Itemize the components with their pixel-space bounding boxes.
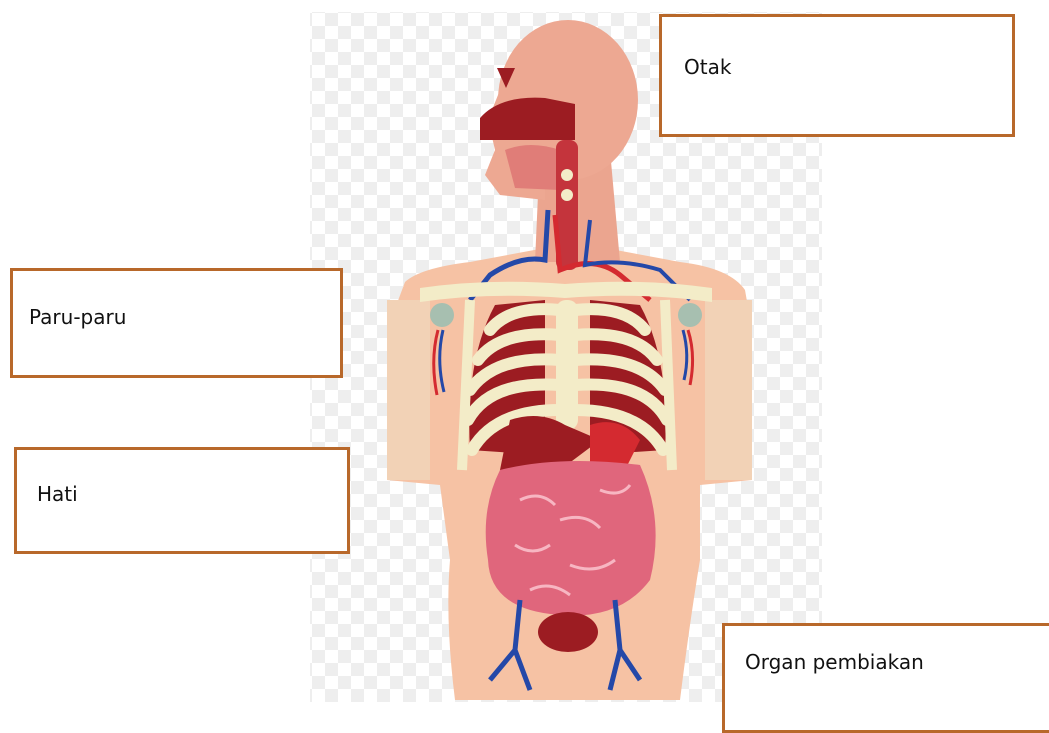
- sternum: [556, 300, 578, 430]
- label-box-lungs: Paru-paru: [10, 268, 343, 378]
- label-box-liver: Hati: [14, 447, 350, 554]
- label-reproductive: Organ pembiakan: [725, 650, 924, 674]
- left-arm: [387, 300, 430, 480]
- intestines: [486, 461, 656, 616]
- label-brain: Otak: [662, 17, 731, 79]
- label-box-brain: Otak: [659, 14, 1015, 137]
- right-arm: [705, 300, 752, 480]
- bladder: [538, 612, 598, 652]
- label-box-reproductive: Organ pembiakan: [722, 623, 1049, 733]
- label-liver: Hati: [17, 482, 78, 506]
- label-lungs: Paru-paru: [13, 305, 126, 329]
